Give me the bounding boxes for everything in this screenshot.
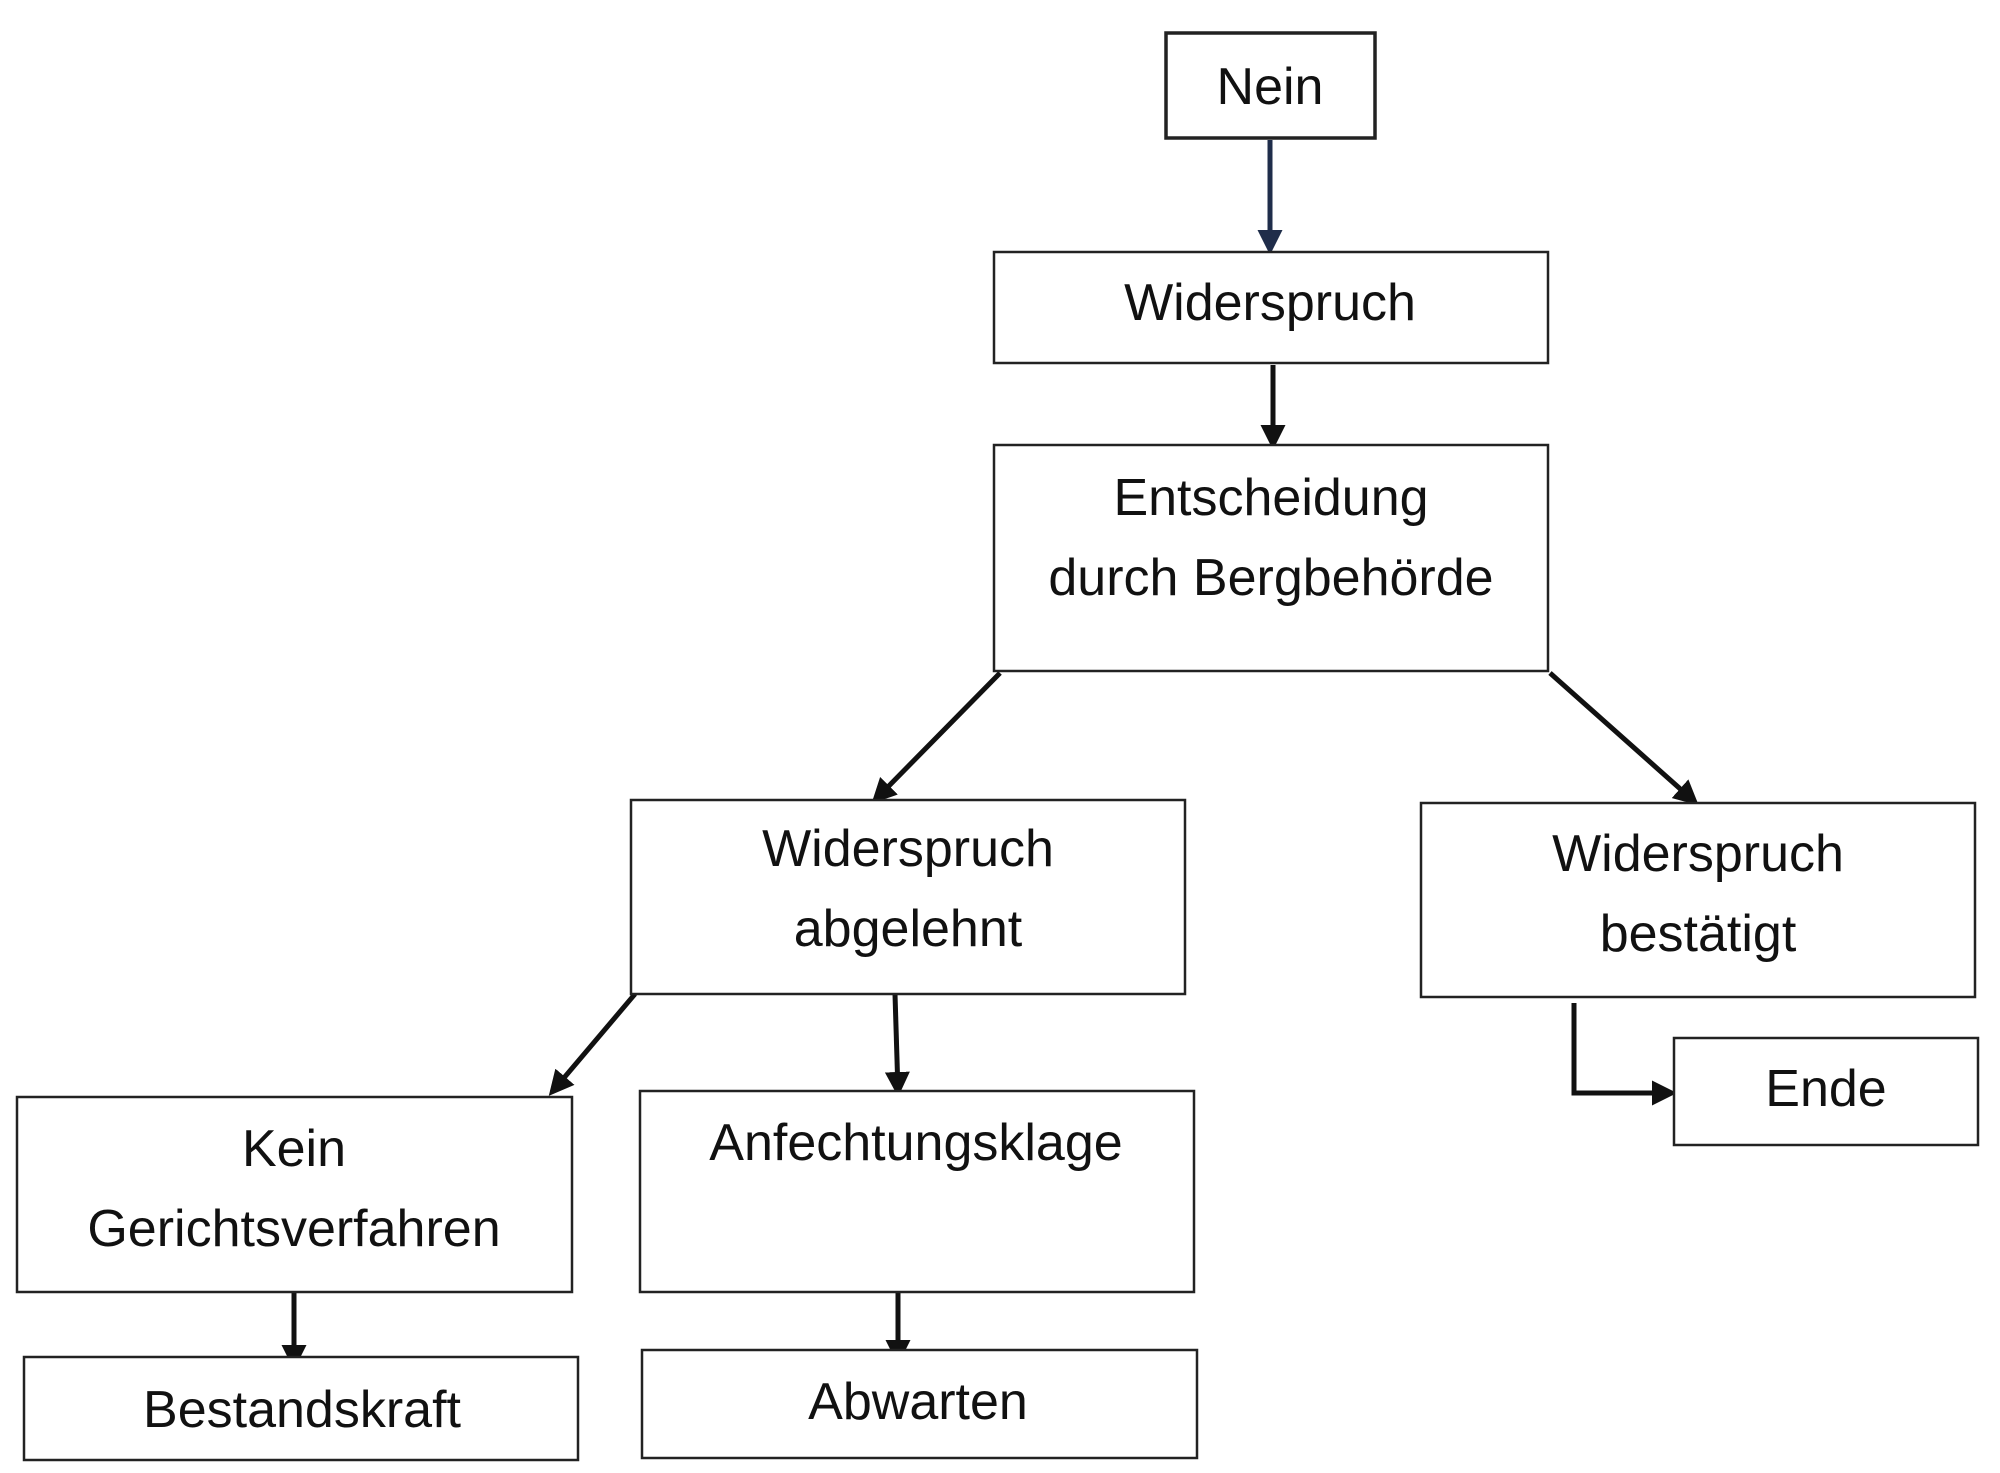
node-entscheidung: Entscheidung durch Bergbehörde bbox=[992, 443, 1550, 673]
node-nein-label: Nein bbox=[1217, 58, 1324, 116]
edge-bestaetigt-ende bbox=[1571, 1003, 1677, 1106]
node-kein-gerichtsverfahren: Kein Gerichtsverfahren bbox=[15, 1095, 574, 1294]
node-anfechtungsklage: Anfechtungsklage bbox=[638, 1089, 1196, 1294]
node-widerspruch-label: Widerspruch bbox=[1124, 274, 1416, 332]
node-bestandskraft: Bestandskraft bbox=[22, 1355, 580, 1462]
node-abgelehnt: Widerspruch abgelehnt bbox=[629, 798, 1187, 996]
node-ende: Ende bbox=[1672, 1036, 1980, 1147]
node-entscheidung-label-2: durch Bergbehörde bbox=[1048, 549, 1493, 607]
node-bestandskraft-label: Bestandskraft bbox=[143, 1381, 461, 1439]
node-bestaetigt-label-2: bestätigt bbox=[1600, 905, 1797, 963]
node-ende-label: Ende bbox=[1765, 1060, 1886, 1118]
node-widerspruch: Widerspruch bbox=[992, 250, 1550, 365]
node-kein-label-2: Gerichtsverfahren bbox=[87, 1200, 500, 1258]
edge-abgelehnt-kein bbox=[548, 992, 637, 1096]
node-bestaetigt-label-1: Widerspruch bbox=[1552, 825, 1844, 883]
node-bestaetigt: Widerspruch bestätigt bbox=[1419, 801, 1977, 999]
node-abgelehnt-label-2: abgelehnt bbox=[794, 900, 1023, 958]
node-kein-label-1: Kein bbox=[242, 1120, 346, 1178]
node-anfechtungsklage-label: Anfechtungsklage bbox=[709, 1114, 1122, 1172]
node-abwarten-label: Abwarten bbox=[808, 1373, 1028, 1431]
node-entscheidung-label-1: Entscheidung bbox=[1113, 469, 1428, 527]
node-abgelehnt-label-1: Widerspruch bbox=[762, 820, 1054, 878]
edges bbox=[281, 140, 1699, 1370]
edge-abgelehnt-anfechtung bbox=[884, 993, 910, 1097]
edge-entscheidung-bestaetigt bbox=[1548, 671, 1699, 806]
node-abwarten: Abwarten bbox=[640, 1348, 1199, 1460]
node-nein: Nein bbox=[1164, 31, 1377, 140]
edge-entscheidung-abgelehnt bbox=[871, 671, 1002, 804]
